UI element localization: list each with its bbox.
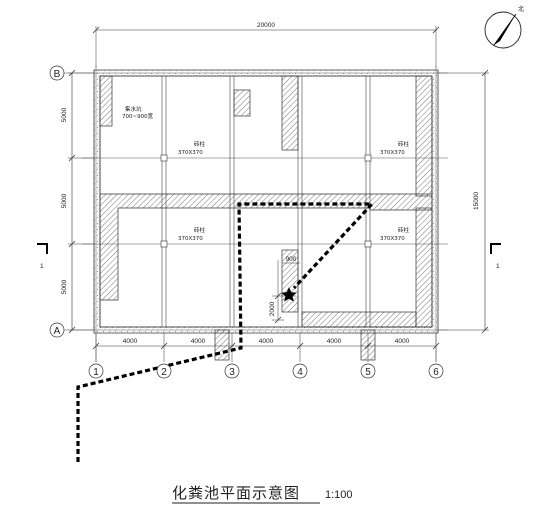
drawing-title: 化粪池平面示意图	[172, 484, 300, 502]
axis-col-6: 6	[433, 367, 439, 378]
dimension-bottom-label-1: 4000	[123, 338, 138, 345]
middle-wall	[99, 193, 433, 301]
column-label-name-3: 砖柱	[194, 226, 206, 234]
axis-col-3: 3	[229, 367, 235, 378]
dimension-left-label-3: 5000	[61, 279, 68, 294]
dimension-right: 15000	[438, 69, 489, 334]
column-label-name-1: 砖柱	[194, 140, 206, 148]
dimension-left-label-2: 5000	[61, 193, 68, 208]
pipe-route	[76, 202, 376, 462]
grid-lines	[62, 66, 448, 362]
dimension-bottom-label-3: 4000	[259, 338, 274, 345]
dimension-top-label: 20000	[257, 22, 275, 29]
axis-row-A: A	[54, 326, 61, 337]
column-label-size-4: 370X370	[380, 236, 405, 242]
axis-col-5: 5	[365, 367, 371, 378]
annotation-labels: 集水坑 700~900宽 砖柱 370X370 砖柱 370X370 砖柱 37…	[122, 105, 410, 242]
column-label-size-3: 370X370	[178, 236, 203, 242]
outlet-left	[214, 329, 230, 361]
axis-col-2: 2	[161, 367, 167, 378]
section-mark-left	[37, 243, 48, 254]
dashed-pipe-line	[76, 202, 376, 462]
location-star-icon	[281, 287, 297, 302]
right-wall-lower	[415, 207, 433, 328]
section-mark-right	[490, 243, 501, 254]
pump-pit-size: 700~900宽	[122, 112, 154, 120]
column-label-size-1: 370X370	[178, 150, 203, 156]
section-label-left: 1	[40, 263, 44, 270]
axis-row-B: B	[54, 69, 61, 80]
dimension-bottom-label-4: 4000	[327, 338, 342, 345]
dimension-bottom-label-2: 4000	[191, 338, 206, 345]
pump-pit-title: 集水坑	[125, 105, 142, 113]
dimension-bottom: 4000 4000 4000 4000 4000	[92, 330, 440, 362]
dimension-left: 5000 5000 5000	[61, 69, 96, 334]
axis-col-1: 1	[93, 367, 99, 378]
dimension-left-label-1: 5000	[61, 107, 68, 122]
column-label-size-2: 370X370	[380, 150, 405, 156]
axis-col-4: 4	[297, 367, 303, 378]
column-label-name-2: 砖柱	[398, 140, 410, 148]
inlet-block	[233, 89, 251, 117]
drawing-title-block: 化粪池平面示意图 1:100	[172, 484, 353, 504]
section-label-right: 1	[496, 263, 500, 270]
brick-columns	[160, 154, 372, 248]
dimension-top: 20000	[92, 22, 440, 68]
north-arrow-icon: 北	[484, 5, 524, 49]
left-wall-segment	[99, 75, 113, 127]
dimension-bottom-label-5: 4000	[395, 338, 410, 345]
section-marks	[37, 243, 501, 254]
outlet-right	[360, 329, 376, 361]
north-label: 北	[518, 5, 524, 13]
axis-row-bubbles: B A	[49, 65, 65, 338]
axis-column-bubbles: 1 2 3 4 5 6	[88, 363, 444, 379]
dimension-right-label: 15000	[473, 192, 480, 210]
vertical-wall-upper	[281, 75, 299, 151]
drawing-scale: 1:100	[325, 489, 353, 501]
inner-dimension-900: 900	[286, 256, 297, 263]
right-wall-upper	[415, 75, 433, 197]
bottom-right-wall	[301, 311, 417, 328]
column-label-name-4: 砖柱	[398, 226, 410, 234]
inner-dimension-2000: 2000	[269, 301, 276, 316]
